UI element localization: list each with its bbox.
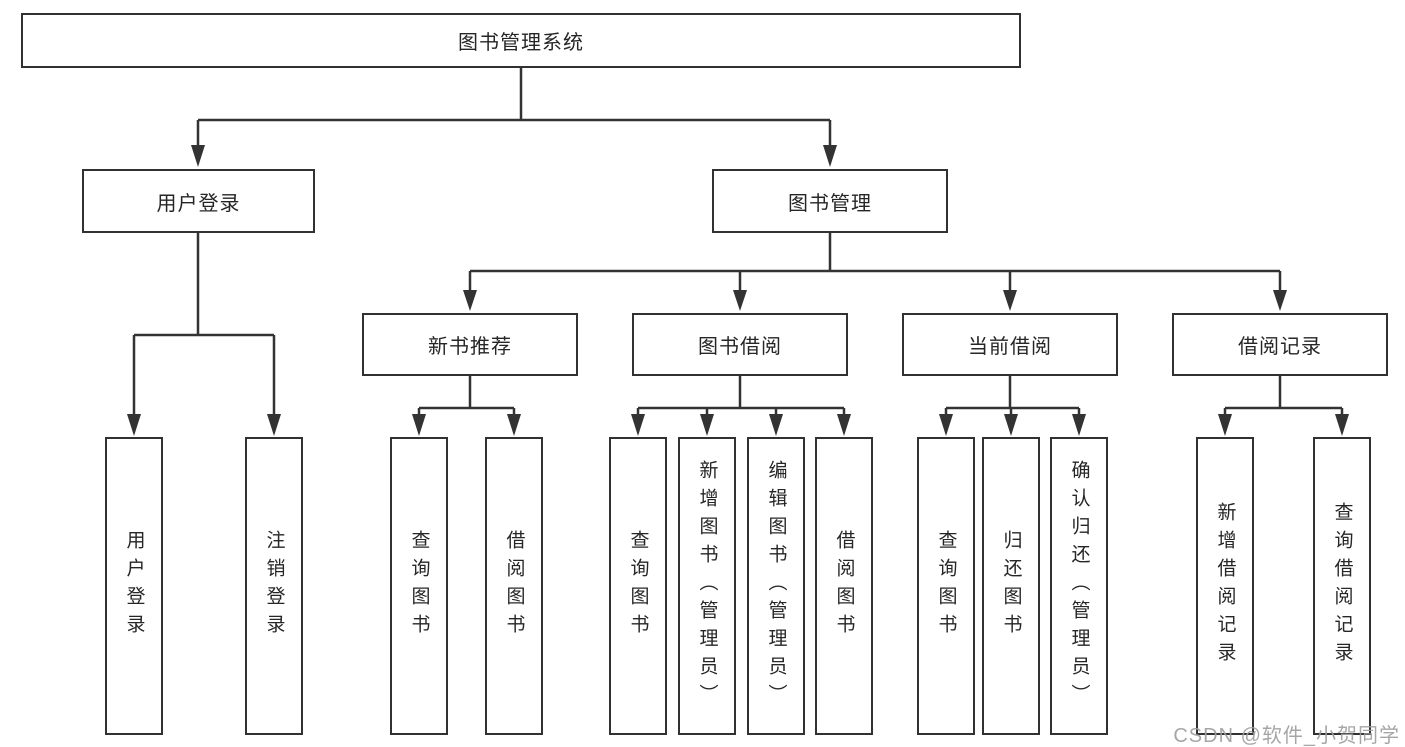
node-current-borrow-label: 当前借阅 bbox=[968, 336, 1052, 358]
leaf-current-confirm-return-admin: 确认归还（管理员） bbox=[1050, 437, 1108, 735]
leaf-newbook-query-books: 查询图书 bbox=[390, 437, 448, 735]
leaf-user-login: 用户登录 bbox=[105, 437, 163, 735]
leaf-logout-label: 注销登录 bbox=[263, 530, 285, 642]
leaf-borrow-add-books-admin-label: 新增图书（管理员） bbox=[696, 460, 718, 712]
node-borrow-record: 借阅记录 bbox=[1172, 313, 1388, 376]
leaf-borrow-add-books-admin: 新增图书（管理员） bbox=[678, 437, 736, 735]
leaf-logout: 注销登录 bbox=[245, 437, 303, 735]
node-root-label: 图书管理系统 bbox=[458, 32, 584, 54]
leaf-newbook-borrow-books-label: 借阅图书 bbox=[503, 530, 525, 642]
node-current-borrow: 当前借阅 bbox=[902, 313, 1118, 376]
leaf-borrow-edit-books-admin-label: 编辑图书（管理员） bbox=[765, 460, 787, 712]
leaf-user-login-label: 用户登录 bbox=[123, 530, 145, 642]
node-book-borrow: 图书借阅 bbox=[632, 313, 848, 376]
node-user-login: 用户登录 bbox=[82, 169, 315, 233]
leaf-newbook-query-books-label: 查询图书 bbox=[408, 530, 430, 642]
leaf-record-add-borrow-record-label: 新增借阅记录 bbox=[1214, 502, 1236, 670]
leaf-borrow-borrow-books-label: 借阅图书 bbox=[833, 530, 855, 642]
node-book-borrow-label: 图书借阅 bbox=[698, 336, 782, 358]
leaf-current-query-books-label: 查询图书 bbox=[935, 530, 957, 642]
node-new-book-recommend-label: 新书推荐 bbox=[428, 336, 512, 358]
leaf-record-query-borrow-record-label: 查询借阅记录 bbox=[1331, 502, 1353, 670]
node-book-management-label: 图书管理 bbox=[788, 192, 872, 215]
leaf-record-add-borrow-record: 新增借阅记录 bbox=[1196, 437, 1254, 735]
csdn-watermark: CSDN @软件_小贺同学 bbox=[1173, 725, 1400, 747]
leaf-record-query-borrow-record: 查询借阅记录 bbox=[1313, 437, 1371, 735]
node-root-system: 图书管理系统 bbox=[21, 13, 1021, 68]
leaf-newbook-borrow-books: 借阅图书 bbox=[485, 437, 543, 735]
leaf-current-return-books-label: 归还图书 bbox=[1000, 530, 1022, 642]
node-new-book-recommend: 新书推荐 bbox=[362, 313, 578, 376]
node-user-login-label: 用户登录 bbox=[156, 192, 241, 215]
leaf-current-return-books: 归还图书 bbox=[982, 437, 1040, 735]
leaf-current-confirm-return-admin-label: 确认归还（管理员） bbox=[1068, 460, 1090, 712]
leaf-borrow-query-books-label: 查询图书 bbox=[627, 530, 649, 642]
leaf-current-query-books: 查询图书 bbox=[917, 437, 975, 735]
leaf-borrow-edit-books-admin: 编辑图书（管理员） bbox=[747, 437, 805, 735]
leaf-borrow-borrow-books: 借阅图书 bbox=[815, 437, 873, 735]
node-borrow-record-label: 借阅记录 bbox=[1238, 336, 1322, 358]
leaf-borrow-query-books: 查询图书 bbox=[609, 437, 667, 735]
node-book-management: 图书管理 bbox=[712, 169, 948, 233]
